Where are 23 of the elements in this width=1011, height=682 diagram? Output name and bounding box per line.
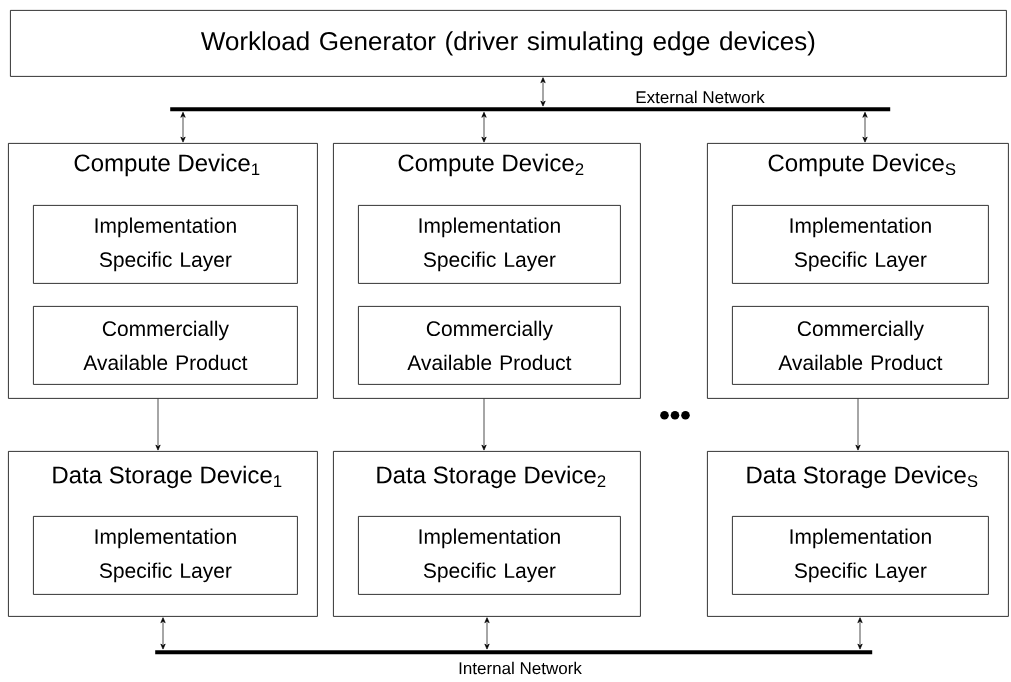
- arrow: [180, 111, 186, 143]
- ellipsis: •••: [660, 410, 690, 420]
- arrow: [160, 617, 166, 650]
- layer-box: Commercially Available Product: [33, 306, 298, 385]
- network-label: Internal Network: [459, 661, 582, 675]
- arrow: [484, 617, 490, 650]
- arrow: [481, 111, 487, 143]
- layer-box: Implementation Specific Layer: [33, 205, 298, 284]
- title-box: Workload Generator (driver simulating edge devices): [10, 10, 1007, 77]
- layer-box: Implementation Specific Layer: [732, 516, 989, 595]
- layer-box: Implementation Specific Layer: [732, 205, 989, 284]
- arrow: [155, 398, 161, 451]
- arrow: [540, 77, 546, 107]
- layer-box: Commercially Available Product: [358, 306, 621, 385]
- arrow: [857, 617, 863, 650]
- arrow: [855, 398, 861, 451]
- layer-box: Commercially Available Product: [732, 306, 989, 385]
- layer-box: Implementation Specific Layer: [33, 516, 298, 595]
- layer-box: Implementation Specific Layer: [358, 516, 621, 595]
- arrow: [862, 111, 868, 143]
- layer-box: Implementation Specific Layer: [358, 205, 621, 284]
- arrow: [481, 398, 487, 451]
- network-label: External Network: [636, 90, 765, 104]
